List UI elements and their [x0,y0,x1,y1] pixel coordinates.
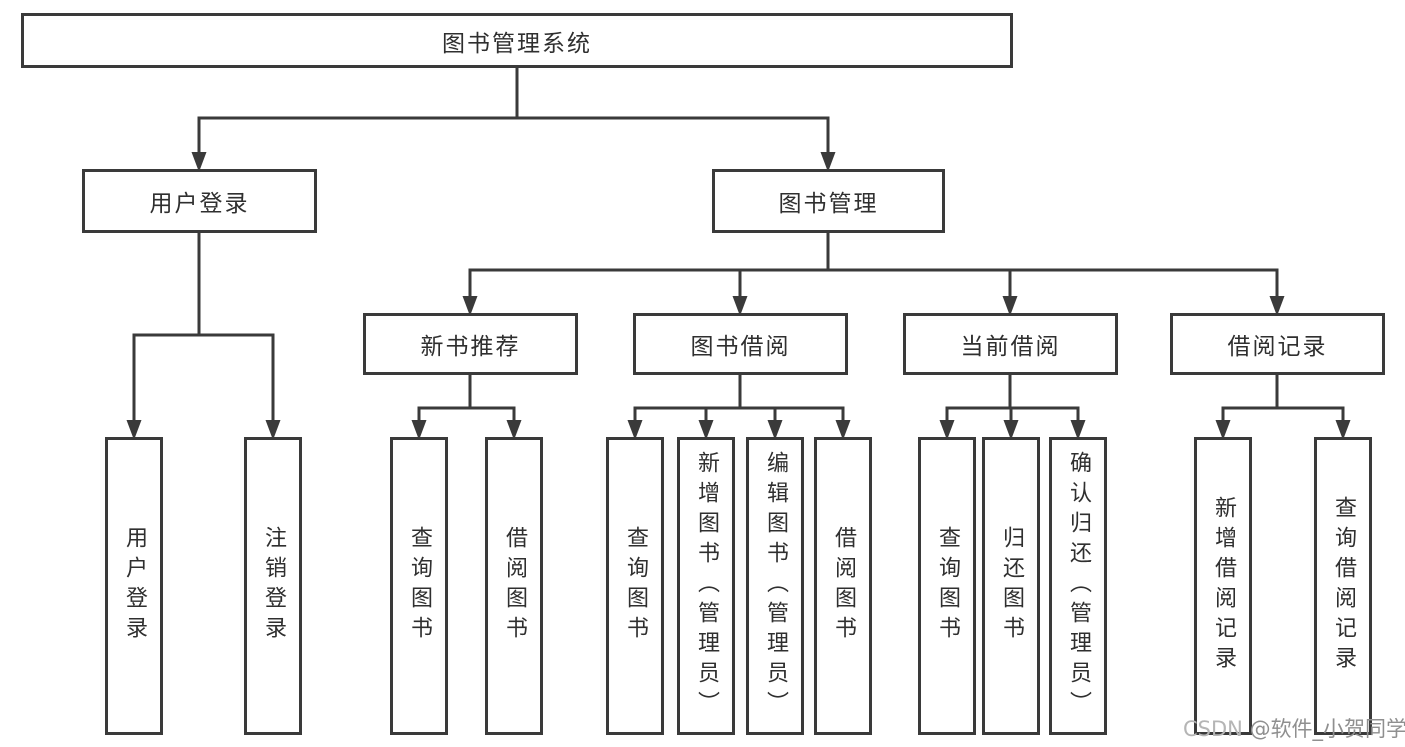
leaf-query-books-borrow: 查询图书 [606,437,664,735]
leaf-confirm-return-admin: 确认归还（管理员） [1049,437,1107,735]
node-user-login: 用户登录 [82,169,317,233]
leaf-label: 查询图书 [623,526,648,646]
node-new-book-recommend: 新书推荐 [363,313,578,375]
node-label: 当前借阅 [960,334,1061,360]
node-borrow-records: 借阅记录 [1170,313,1385,375]
leaf-label: 查询借阅记录 [1331,496,1356,676]
node-current-borrow: 当前借阅 [903,313,1118,375]
leaf-label: 借阅图书 [831,526,856,646]
leaf-label: 确认归还（管理员） [1066,451,1091,721]
leaf-label: 归还图书 [999,526,1024,646]
node-label: 图书管理系统 [442,30,592,57]
leaf-query-books-recommend: 查询图书 [390,437,448,735]
node-label: 图书借阅 [690,334,791,360]
leaf-edit-books-admin: 编辑图书（管理员） [746,437,804,735]
node-book-borrow: 图书借阅 [633,313,848,375]
node-label: 新书推荐 [420,334,521,360]
leaf-label: 新增借阅记录 [1211,496,1236,676]
node-library-system: 图书管理系统 [21,13,1013,68]
leaf-add-borrow-record: 新增借阅记录 [1194,437,1252,735]
leaf-label: 用户登录 [122,526,147,646]
leaf-label: 注销登录 [261,526,286,646]
node-label: 借阅记录 [1227,334,1328,360]
leaf-label: 新增图书（管理员） [694,451,719,721]
node-label: 图书管理 [778,191,879,217]
leaf-query-borrow-record: 查询借阅记录 [1314,437,1372,735]
leaf-label: 借阅图书 [502,526,527,646]
leaf-query-books-current: 查询图书 [918,437,976,735]
leaf-user-login: 用户登录 [105,437,163,735]
leaf-borrow-books-recommend: 借阅图书 [485,437,543,735]
leaf-label: 编辑图书（管理员） [763,451,788,721]
leaf-borrow-books-borrow: 借阅图书 [814,437,872,735]
leaf-label: 查询图书 [935,526,960,646]
node-label: 用户登录 [149,191,250,217]
leaf-return-books: 归还图书 [982,437,1040,735]
leaf-logout: 注销登录 [244,437,302,735]
leaf-label: 查询图书 [407,526,432,646]
leaf-add-books-admin: 新增图书（管理员） [677,437,735,735]
node-book-management: 图书管理 [712,169,945,233]
